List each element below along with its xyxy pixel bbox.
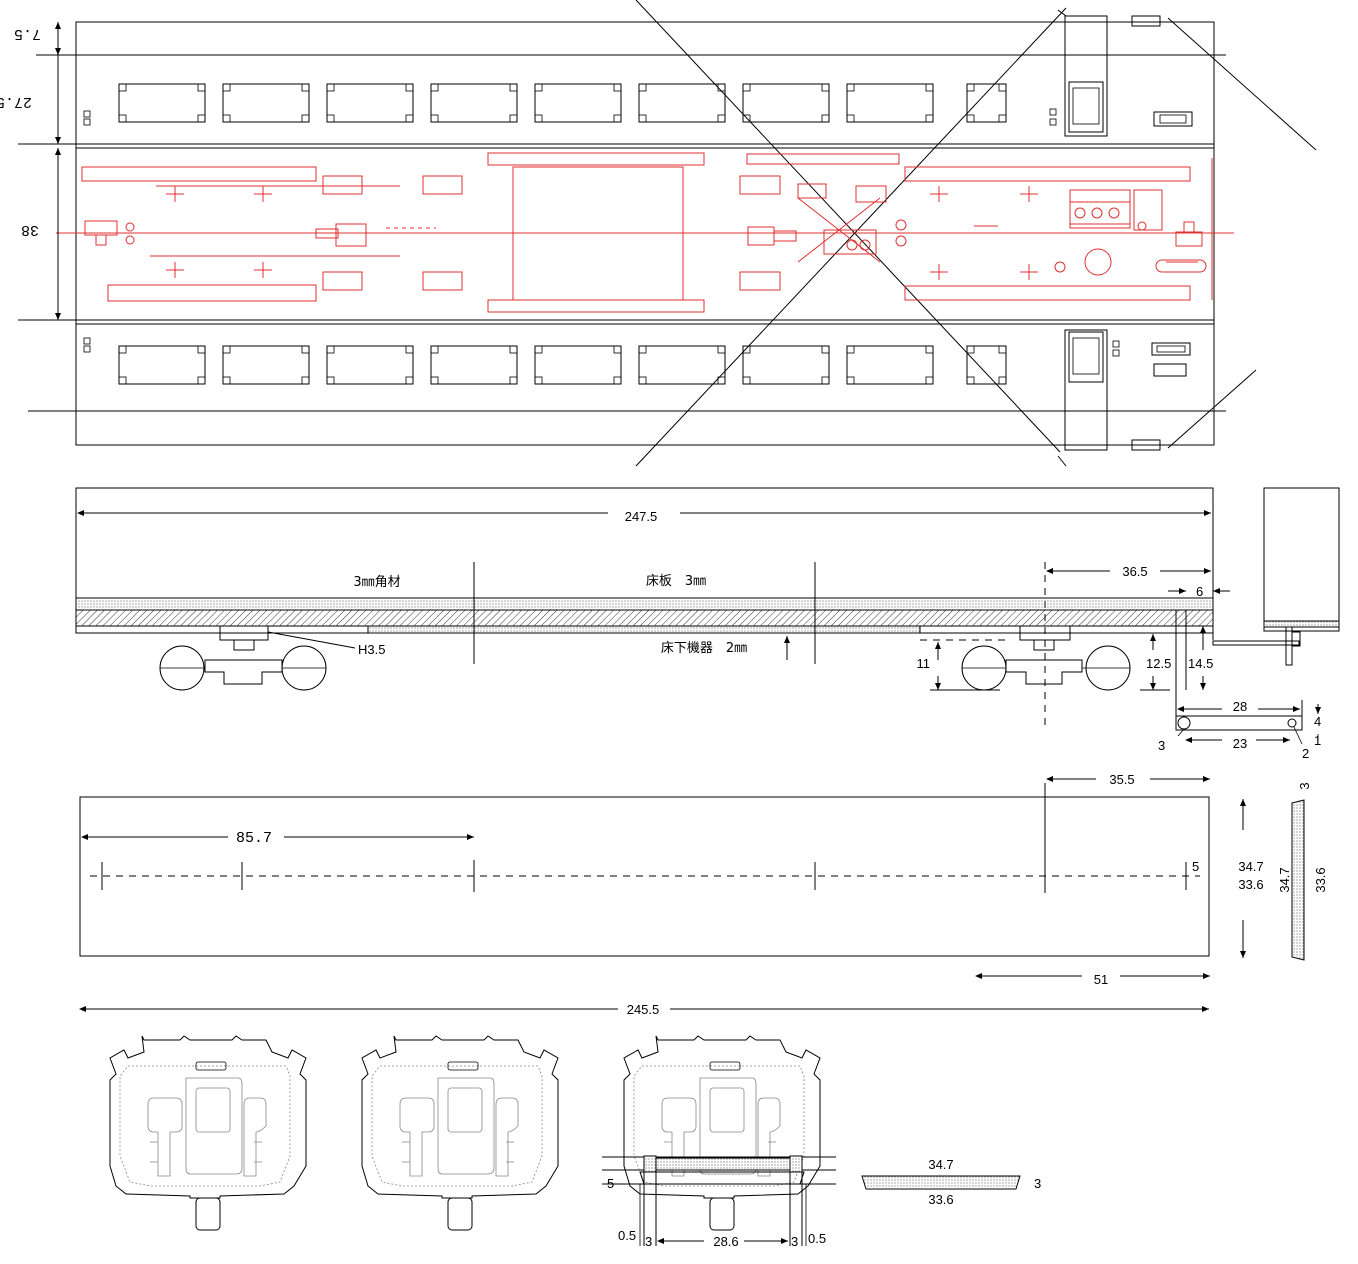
window	[966, 83, 1007, 123]
bracket-dim-28: 28	[1233, 699, 1247, 714]
window	[534, 345, 622, 385]
dim-12-5: 12.5	[1146, 656, 1171, 671]
h-label: H3.5	[358, 642, 385, 657]
floor-plate-plan: 35.5 85.7 5 34.7 33.6 51 245.5	[79, 772, 1264, 1017]
bracket-dim-4: 4	[1314, 714, 1321, 729]
window	[430, 83, 518, 123]
coupler-bracket: 28 23 3 2 4 1	[1158, 699, 1321, 761]
window	[638, 83, 726, 123]
hole-right-label: 2	[1302, 746, 1309, 761]
end-view-1	[109, 1035, 307, 1231]
dim-38: 38	[21, 221, 39, 238]
end-inner-width: 28.6	[713, 1234, 738, 1249]
window	[222, 345, 310, 385]
plate-dim-5: 5	[1192, 859, 1199, 874]
end-gap-right: 0.5	[808, 1231, 826, 1246]
end-plate-top: 34.7	[928, 1157, 953, 1172]
window	[118, 345, 206, 385]
window	[846, 345, 934, 385]
side-view: 247.5 3㎜角材 床板 3㎜ 床下機器 2㎜ H3.5	[75, 487, 1340, 730]
bogie-right	[961, 625, 1131, 691]
underfloor-label: 床下機器 2㎜	[661, 641, 747, 656]
plate-dim-51: 51	[1094, 972, 1108, 987]
end-plate-thickness: 3	[1034, 1176, 1041, 1191]
bracket-dim-1: 1	[1314, 733, 1321, 748]
section-side: 3 34.7 33.6	[1277, 782, 1328, 961]
bogie-left	[159, 625, 327, 691]
section-width-outer: 34.7	[1277, 867, 1292, 892]
dim-27-5: 27.5	[0, 93, 32, 110]
window	[222, 83, 310, 123]
square-bar-label: 3㎜角材	[353, 575, 400, 590]
end-gap-left: 0.5	[618, 1228, 636, 1243]
end-view-3	[623, 1035, 821, 1231]
end-wall-left: 3	[645, 1234, 652, 1249]
hole-left-label: 3	[1158, 738, 1165, 753]
window	[326, 345, 414, 385]
window	[742, 345, 830, 385]
end-view-section: 5 0.5 3 28.6 3 0.5	[602, 1155, 836, 1249]
end-plate-bottom: 33.6	[928, 1192, 953, 1207]
end-wall-right: 3	[791, 1234, 798, 1249]
plate-dim-35-5: 35.5	[1109, 772, 1134, 787]
dim-7-5: 7.5	[14, 25, 41, 42]
chassis-layout-red	[56, 152, 1234, 313]
window	[534, 83, 622, 123]
window	[638, 345, 726, 385]
bracket-dim-23: 23	[1233, 736, 1247, 751]
end-thickness-label: 5	[607, 1176, 614, 1191]
plate-width-outer: 34.7	[1238, 859, 1263, 874]
lower-windows	[118, 345, 1007, 385]
section-width-inner: 33.6	[1313, 867, 1328, 892]
dim-11: 11	[917, 656, 931, 671]
window	[846, 83, 934, 123]
dim-6: 6	[1196, 584, 1203, 599]
dim-36-5: 36.5	[1122, 564, 1147, 579]
plate-width-inner: 33.6	[1238, 877, 1263, 892]
section-thickness: 3	[1297, 782, 1312, 789]
dim-14-5: 14.5	[1188, 656, 1213, 671]
window	[118, 83, 206, 123]
floor-label: 床板 3㎜	[646, 574, 706, 589]
window	[326, 83, 414, 123]
upper-windows	[118, 83, 1007, 123]
window	[430, 345, 518, 385]
end-plate-section: 34.7 33.6 3	[861, 1157, 1041, 1207]
top-plan-view: 7.5 27.5 38	[0, 0, 1317, 467]
plate-dim-85-7: 85.7	[236, 830, 272, 847]
window	[742, 83, 830, 123]
overall-length-label: 247.5	[625, 509, 658, 524]
window	[966, 345, 1007, 385]
end-view-2	[361, 1035, 559, 1231]
plate-overall-length: 245.5	[627, 1002, 660, 1017]
